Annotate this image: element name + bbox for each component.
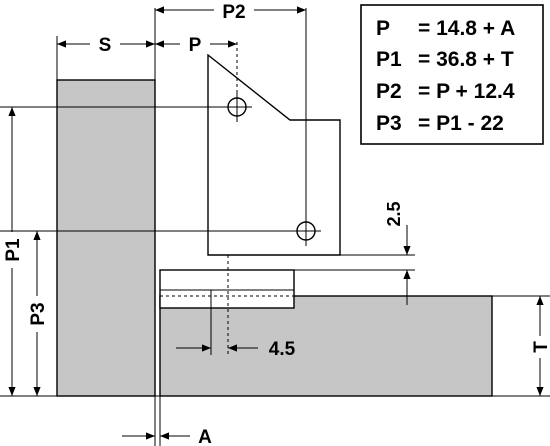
dim-a-label: A: [198, 427, 212, 446]
cabinet-side-panel: [56, 79, 156, 397]
formula-3-lhs: P2: [376, 80, 402, 103]
screw-hole-upper: [222, 92, 252, 122]
dim-45-label: 4.5: [269, 339, 296, 360]
hinge-arm: [207, 53, 341, 256]
formula-1-lhs: P: [376, 17, 390, 40]
formula-4-rhs: = P1 - 22: [418, 112, 504, 135]
dim-t-label: T: [531, 341, 550, 353]
formula-2-rhs: = 36.8 + T: [418, 48, 514, 71]
formula-3-rhs: = P + 12.4: [418, 80, 515, 103]
mounting-plate: [159, 269, 295, 309]
formula-box: P = 14.8 + A P1 = 36.8 + T P2 = P + 12.4…: [360, 4, 544, 145]
dim-p3-label: P3: [28, 302, 49, 325]
dim-p-label: P: [189, 35, 202, 56]
dim-p1-label: P1: [3, 238, 24, 262]
dim-p2-label: P2: [222, 2, 245, 23]
door-panel: [159, 295, 493, 397]
formula-4-lhs: P3: [376, 112, 402, 135]
screw-hole-lower: [291, 216, 321, 246]
formula-1-rhs: = 14.8 + A: [418, 17, 515, 40]
formula-2-lhs: P1: [376, 48, 402, 71]
dim-25-label: 2.5: [384, 201, 404, 226]
dim-s-label: S: [99, 35, 112, 56]
